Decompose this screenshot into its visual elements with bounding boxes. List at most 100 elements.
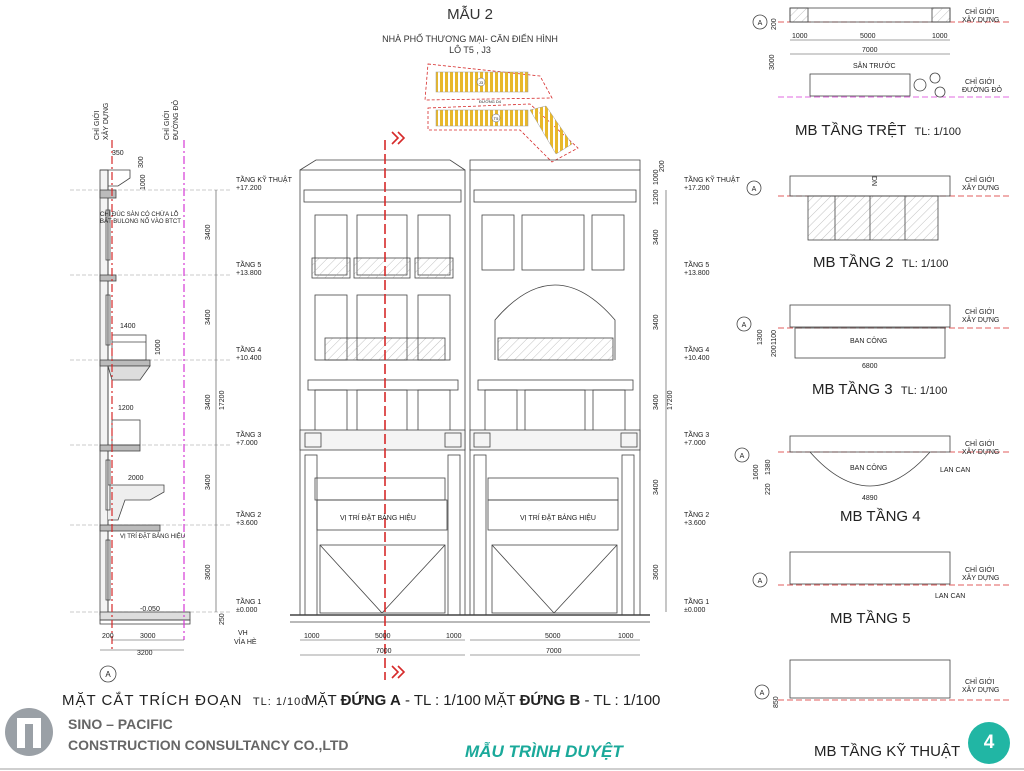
lvl-r-elev-3: +7.000 — [684, 440, 706, 447]
svg-text:A: A — [758, 20, 763, 27]
f4-railing: LAN CAN — [940, 467, 970, 474]
company-name-line2: CONSTRUCTION CONSULTANCY CO.,LTD — [68, 737, 349, 753]
f4-width: 4890 — [862, 495, 878, 502]
lvl-l-name-4: TẦNG 2 — [236, 509, 261, 519]
approval-status: MẪU TRÌNH DUYỆT — [465, 742, 623, 761]
lvl-r-name-0: TẦNG KỸ THUẬT — [684, 174, 741, 184]
drawing-title: MẪU 2 — [447, 6, 493, 23]
f2-dn: DN — [870, 176, 877, 186]
f4-d220: 220 — [765, 483, 772, 495]
f3-balcony: BAN CÔNG — [850, 336, 887, 345]
lvl-r-elev-1: +13.800 — [684, 270, 710, 277]
f3-d200: 200 — [771, 345, 778, 357]
site-street: ĐƯỜNG D4 — [479, 99, 502, 104]
elev-b-dim-1: 1000 — [618, 633, 634, 640]
f5-railing: LAN CAN — [935, 593, 965, 600]
g-dim-0: 1000 — [792, 33, 808, 40]
elevation-b-caption: MẶT ĐỨNG B - TL : 1/100 — [484, 692, 661, 709]
drawing-subtitle: NHÀ PHỐ THƯƠNG MẠI- CĂN ĐIỂN HÌNH — [382, 34, 558, 44]
elevation-level-labels: TẦNG KỸ THUẬT +17.200 TẦNG 5 +13.800 TẦN… — [653, 160, 741, 614]
lvl-r-name-1: TẦNG 5 — [684, 259, 709, 269]
lvl-r-name-2: TẦNG 4 — [684, 344, 709, 354]
elev-b-total: 7000 — [546, 648, 562, 655]
svg-text:A: A — [758, 578, 763, 585]
lvl-r-elev-2: +10.400 — [684, 355, 710, 362]
cut-arrow-top — [391, 131, 406, 145]
elevation-a-caption: MẶT ĐỨNG A - TL : 1/100 — [305, 692, 481, 709]
svg-text:A: A — [752, 186, 757, 193]
h-r-1000: 1000 — [653, 169, 660, 185]
f5-build-2: XÂY DỰNG — [962, 573, 999, 582]
f4-build-1: CHỈ GIỚI — [965, 439, 994, 448]
plan-f5-title: MB TẦNG 5 — [830, 610, 911, 627]
svg-text:A: A — [742, 322, 747, 329]
sign-b: VỊ TRÍ ĐẶT BẢNG HIỆU — [520, 513, 596, 522]
g-d200: 200 — [771, 18, 778, 30]
cut-arrow-bottom — [391, 665, 406, 679]
g-road-2: ĐƯỜNG ĐỎ — [962, 85, 1003, 94]
f4-balcony: BAN CÔNG — [850, 463, 887, 472]
plan-tech-title: MB TẦNG KỸ THUẬT — [814, 743, 961, 760]
h-l-4: 3400 — [205, 474, 212, 490]
section-dims: 350 300 1000 1400 1000 1200 2000 -0.050 … — [100, 150, 257, 657]
elev-b-dim-0: 5000 — [545, 633, 561, 640]
lvl-l-elev-5: ±0.000 — [236, 607, 257, 614]
h-r-2: 3400 — [653, 314, 660, 330]
section-axis-label: A — [105, 670, 111, 679]
f3-d1300: 1300 — [757, 329, 764, 345]
tech-d850: 850 — [773, 696, 780, 708]
plan-ground-title: MB TẦNG TRỆT TL: 1/100 — [795, 122, 961, 139]
dim-3200: 3200 — [137, 650, 153, 657]
dim-bal4-w: 1400 — [120, 323, 136, 330]
h-r-total: 17200 — [667, 390, 674, 410]
lvl-r-elev-5: ±0.000 — [684, 607, 705, 614]
site-block-t5: T5 — [494, 116, 499, 121]
note-slab: CHỈ ĐÚC SÀN CÓ CHỪA LỖ — [100, 211, 179, 218]
f3-build-2: XÂY DỰNG — [962, 315, 999, 324]
section-axis-marker — [99, 665, 117, 683]
lvl-r-name-5: TẦNG 1 — [684, 596, 709, 606]
svg-text:A: A — [760, 690, 765, 697]
dim-250: 250 — [219, 613, 226, 625]
g-total: 7000 — [862, 47, 878, 54]
h-r-4: 3400 — [653, 479, 660, 495]
lvl-l-elev-3: +7.000 — [236, 440, 258, 447]
site-plan: J3 T5 ĐƯỜNG D4 — [424, 63, 579, 163]
dim-200: 200 — [102, 633, 114, 640]
section-sign-position: VỊ TRÍ ĐẶT BẢNG HIỆU — [120, 532, 185, 540]
sign-a: VỊ TRÍ ĐẶT BẢNG HIỆU — [340, 513, 416, 522]
h-r-1200: 1200 — [653, 189, 660, 205]
h-l-5: 3600 — [205, 564, 212, 580]
plan-f2-title: MB TẦNG 2 TL: 1/100 — [813, 254, 949, 271]
h-r-3: 3400 — [653, 394, 660, 410]
g-front-yard: SÂN TRƯỚC — [853, 61, 896, 70]
h-r-200: 200 — [659, 160, 666, 172]
h-l-3: 3400 — [205, 394, 212, 410]
dim-parapet: 1000 — [140, 174, 147, 190]
company-name-line1: SINO – PACIFIC — [68, 716, 173, 732]
svg-text:A: A — [740, 453, 745, 460]
section-build-line-2: XÂY DỰNG — [101, 103, 110, 140]
elev-a-dim-0: 1000 — [304, 633, 320, 640]
f3-width: 6800 — [862, 363, 878, 370]
section-level-labels: TẦNG KỸ THUẬT +17.200 TẦNG 5 +13.800 TẦN… — [205, 174, 293, 614]
dim-canopy: 2000 — [128, 475, 144, 482]
section-build-line-1: CHỈ GIỚI — [92, 111, 101, 140]
g-build-1: CHỈ GIỚI — [965, 7, 994, 16]
lvl-r-name-3: TẦNG 3 — [684, 429, 709, 439]
lvl-l-name-2: TẦNG 4 — [236, 344, 261, 354]
company-logo-icon — [5, 708, 53, 756]
plan-f3-title: MB TẦNG 3 TL: 1/100 — [812, 381, 948, 398]
lvl-l-elev-2: +10.400 — [236, 355, 262, 362]
plan-axis-labels: A A A A A A — [740, 20, 765, 697]
dim-350: 350 — [112, 150, 124, 157]
section-road-line-2: ĐƯỜNG ĐỎ — [171, 99, 180, 140]
f5-build-1: CHỈ GIỚI — [965, 565, 994, 574]
elev-a-total: 7000 — [376, 648, 392, 655]
label-vh: VH — [238, 630, 248, 637]
h-r-5: 3600 — [653, 564, 660, 580]
dim-300: 300 — [138, 156, 145, 168]
lvl-r-name-4: TẦNG 2 — [684, 509, 709, 519]
plan-labels: 1000 5000 1000 7000 SÂN TRƯỚC 3000 200 C… — [753, 7, 1003, 708]
